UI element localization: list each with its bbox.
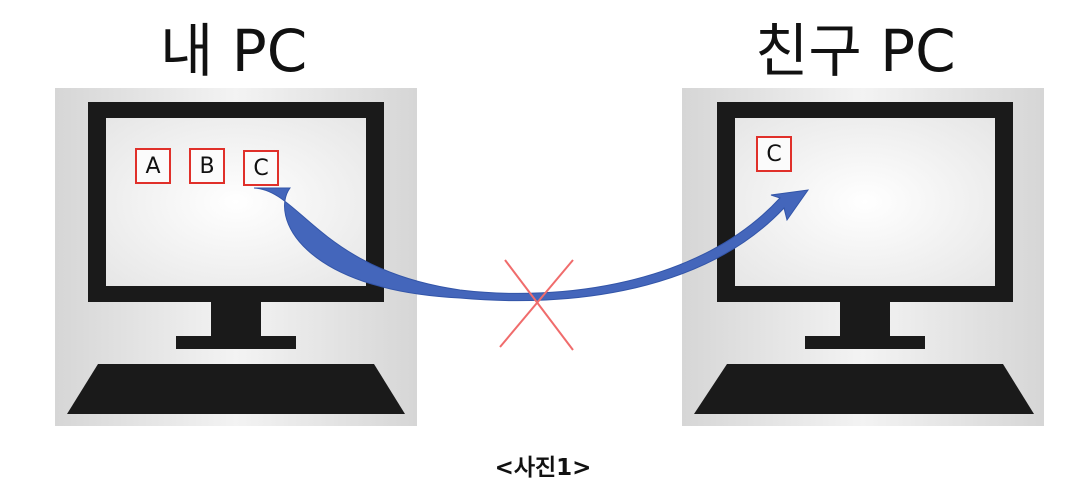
- keyboard: [694, 364, 1034, 414]
- monitor-neck: [840, 302, 890, 336]
- keyboard: [67, 364, 405, 414]
- file-a-icon: A: [135, 148, 171, 184]
- file-a-label: A: [145, 153, 161, 179]
- monitor-stand: [176, 336, 296, 349]
- cross-line-2: [499, 259, 574, 348]
- figure-caption: <사진1>: [494, 455, 592, 481]
- file-b-icon: B: [189, 148, 225, 184]
- transfer-arrow: [253, 187, 810, 302]
- file-c-icon: C: [243, 150, 279, 186]
- my-pc-title: 내 PC: [160, 17, 308, 85]
- file-c-label: C: [253, 155, 269, 181]
- monitor-neck: [211, 302, 261, 336]
- friend-pc-title: 친구 PC: [755, 17, 956, 85]
- cross-line-1: [504, 259, 574, 351]
- file-b-label: B: [199, 153, 215, 179]
- monitor-stand: [805, 336, 925, 349]
- file-c-copy-icon: C: [756, 136, 792, 172]
- file-c-copy-label: C: [766, 141, 782, 167]
